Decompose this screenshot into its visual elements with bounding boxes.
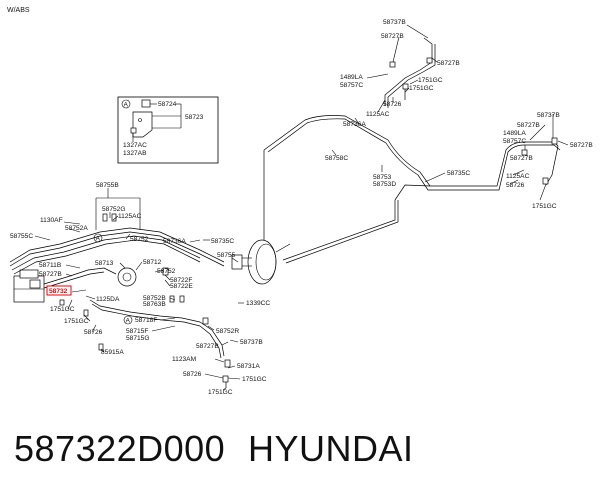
footer: 587322D000 HYUNDAI: [0, 428, 600, 488]
callout-1751GC-top-1: 1751GC: [418, 77, 443, 84]
callout-58726-right: 58726: [506, 182, 525, 189]
callout-1751GC-left-1: 1751GC: [50, 306, 75, 313]
callout-1751GC-right: 1751GC: [532, 203, 557, 210]
callout-58726-bottom: 58726: [183, 371, 202, 378]
callout-58727B-top-right: 58727B: [437, 60, 460, 67]
part-number: 587322D000: [14, 428, 226, 469]
callout-58713: 58713: [95, 260, 114, 267]
callout-1130AF: 1130AF: [40, 217, 63, 224]
callout-58752B: 58752B: [143, 295, 166, 302]
brake-line-diagram: W/ABS A 58724 58723 1327AC 1327AB: [7, 7, 593, 396]
detail-circle-letter: A: [124, 102, 129, 109]
callout-58758C: 58758C: [325, 155, 348, 162]
callout-1123AM: 1123AM: [172, 356, 196, 363]
callout-1489LA-top: 1489LA: [340, 74, 363, 81]
callout-58757C-right: 58757C: [503, 138, 526, 145]
callout-1125AC-mid: 1125AC: [118, 213, 142, 220]
callout-58753D: 58753D: [373, 181, 396, 188]
callout-58715F: 58715F: [126, 328, 148, 335]
variant-label: W/ABS: [7, 7, 30, 14]
callout-1125DA: 1125DA: [96, 296, 120, 303]
callout-1751GC-bottom-2: 1751GC: [208, 389, 233, 396]
callout-labels: 58737B 58727B 58727B 1489LA 58757C 1751G…: [10, 19, 593, 396]
circle-a-marker-2: A: [126, 318, 131, 325]
callout-58755C: 58755C: [10, 233, 33, 240]
callout-58712: 58712: [143, 259, 162, 266]
leader-lines: [34, 24, 569, 391]
callout-58718F: 58718F: [135, 317, 157, 324]
callout-58753: 58753: [373, 174, 392, 181]
highlighted-part-box: [46, 285, 72, 296]
right-hose-assembly: [521, 137, 561, 186]
callout-58755B: 58755B: [96, 182, 119, 189]
brand-name: HYUNDAI: [248, 428, 414, 469]
callout-58715G: 58715G: [126, 335, 149, 342]
callout-85915A: 85915A: [101, 349, 124, 356]
callout-58726-top: 58726: [383, 101, 402, 108]
callout-1751GC-left-2: 1751GC: [64, 318, 89, 325]
callout-58752A: 58752A: [65, 225, 88, 232]
callout-58737B-top: 58737B: [383, 19, 406, 26]
callout-58732-highlighted: 58732: [49, 288, 68, 295]
abs-module: [13, 269, 45, 303]
callout-58727B-bottom: 58727B: [196, 343, 219, 350]
callout-58757C-top: 58757C: [340, 82, 363, 89]
callout-58727B-right-3: 58727B: [510, 155, 533, 162]
callout-58727B-top: 58727B: [381, 33, 404, 40]
callout-58755: 58755: [217, 252, 236, 259]
callout-58736A: 58736A: [343, 121, 366, 128]
callout-58726-left: 58726: [84, 329, 103, 336]
callout-1751GC-bottom-1: 1751GC: [242, 376, 267, 383]
callout-58727B-right-2: 58727B: [570, 142, 593, 149]
callout-1339CC: 1339CC: [246, 300, 270, 307]
callout-1125AC-top: 1125AC: [366, 111, 390, 118]
circle-a-marker-1: A: [96, 236, 101, 243]
callout-58736A-mid: 58736A: [163, 238, 186, 245]
callout-58763B: 58763B: [143, 301, 166, 308]
callout-58752-mid-2: 58752: [157, 268, 176, 275]
callout-58752G: 58752G: [102, 206, 125, 213]
left-pipe-bundle: [9, 213, 231, 388]
callout-58711B: 58711B: [39, 262, 62, 269]
callout-58722F: 58722F: [170, 277, 192, 284]
detail-label-58724: 58724: [158, 101, 177, 108]
detail-box: A 58724 58723 1327AC 1327AB: [117, 96, 219, 164]
callout-58752-mid: 58752: [130, 236, 149, 243]
callout-58737B-bottom: 58737B: [240, 339, 263, 346]
callout-58727B-right-1: 58727B: [517, 122, 540, 129]
detail-label-1327AC: 1327AC: [123, 142, 147, 149]
brake-booster: [231, 239, 291, 285]
callout-58752R: 58752R: [216, 328, 239, 335]
callout-58727B-left: 58727B: [39, 271, 62, 278]
main-brake-pipe: [263, 115, 540, 264]
callout-58731A: 58731A: [237, 363, 260, 370]
callout-1751GC-top-2: 1751GC: [409, 85, 434, 92]
callout-1489LA-right: 1489LA: [503, 130, 526, 137]
top-right-pipes: [384, 37, 436, 108]
callout-58735C-mid: 58735C: [211, 238, 234, 245]
detail-label-1327AB: 1327AB: [123, 150, 147, 157]
callout-58722E: 58722E: [170, 283, 193, 290]
callout-58737B-right: 58737B: [537, 112, 560, 119]
callout-58735C: 58735C: [447, 170, 470, 177]
callout-1125AC-right: 1125AC: [506, 173, 530, 180]
detail-label-58723: 58723: [185, 114, 204, 121]
